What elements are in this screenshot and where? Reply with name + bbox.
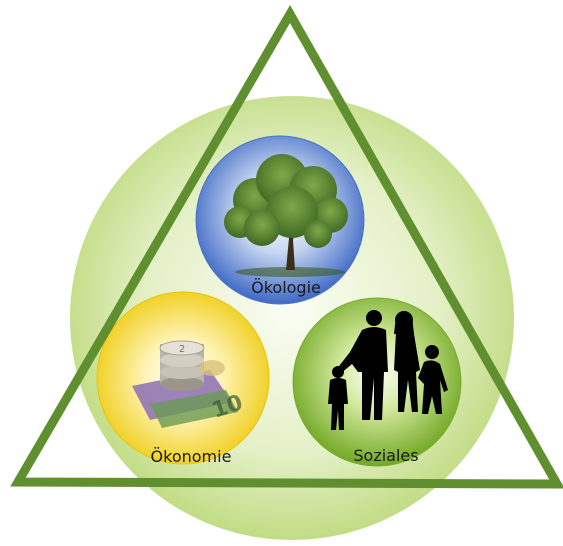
node-oekologie: Ökologie [195, 135, 365, 305]
oekologie-label: Ökologie [251, 278, 321, 297]
tree-icon [224, 154, 348, 277]
soziales-label: Soziales [353, 446, 418, 465]
oekonomie-label: Ökonomie [151, 447, 232, 466]
triangle-outline [10, 4, 563, 489]
node-oekonomie: 10 2 Ökonomie [96, 291, 270, 466]
svg-text:2: 2 [179, 344, 185, 355]
node-soziales: Soziales [292, 297, 462, 467]
family-icon [328, 310, 448, 430]
